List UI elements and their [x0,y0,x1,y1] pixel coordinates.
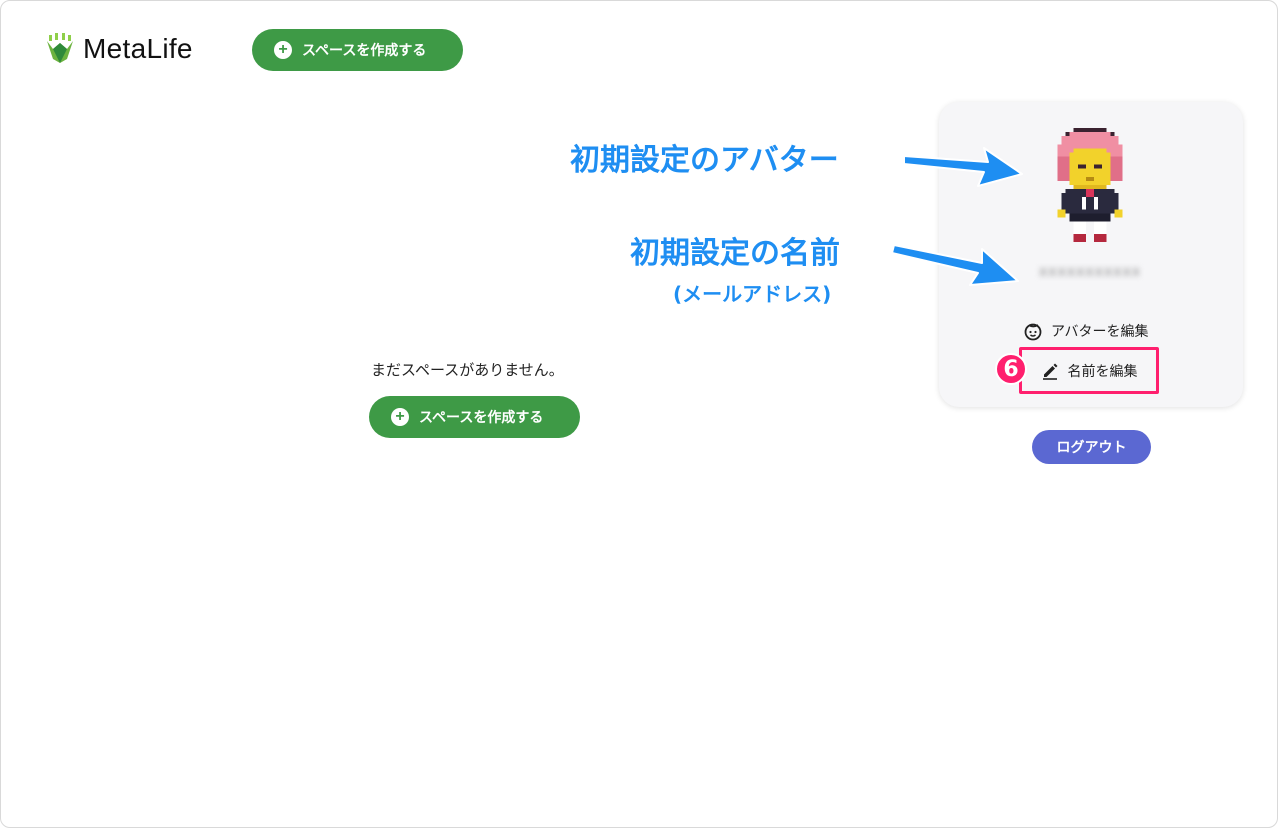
main-create-space-label: スペースを作成する [419,409,544,425]
annotation-default-avatar: 初期設定のアバター [570,143,839,178]
logout-button[interactable]: ログアウト [1032,430,1151,464]
arrow-icon [903,147,1023,187]
annotation-email: (メールアドレス) [673,282,832,306]
edit-name-label: 名前を編集 [1067,363,1138,380]
annotation-default-name: 初期設定の名前 [630,236,840,271]
username-display: xxxxxxxxxxxx [1039,264,1139,280]
step-number-badge: 6 [995,353,1027,385]
avatar-image [1057,128,1123,242]
brand-name: MetaLife [83,33,193,64]
pencil-icon [1042,363,1057,380]
logo-icon [47,33,73,63]
plus-circle-icon: + [274,41,292,59]
edit-avatar-label: アバターを編集 [1051,324,1149,340]
profile-card: xxxxxxxxxxxx アバターを編集 名前を編集 [939,102,1243,407]
brand-logo[interactable]: MetaLife [43,33,193,65]
arrow-icon [891,244,1019,286]
header-create-space-label: スペースを作成する [302,42,427,58]
header-create-space-button[interactable]: + スペースを作成する [252,29,463,71]
plus-circle-icon: + [391,408,409,426]
main-create-space-button[interactable]: + スペースを作成する [369,396,580,438]
edit-avatar-button[interactable]: アバターを編集 [1023,321,1148,341]
empty-spaces-message: まだスペースがありません。 [371,361,564,379]
edit-name-button[interactable]: 名前を編集 [1019,347,1159,394]
avatar-face-icon [1024,323,1042,341]
